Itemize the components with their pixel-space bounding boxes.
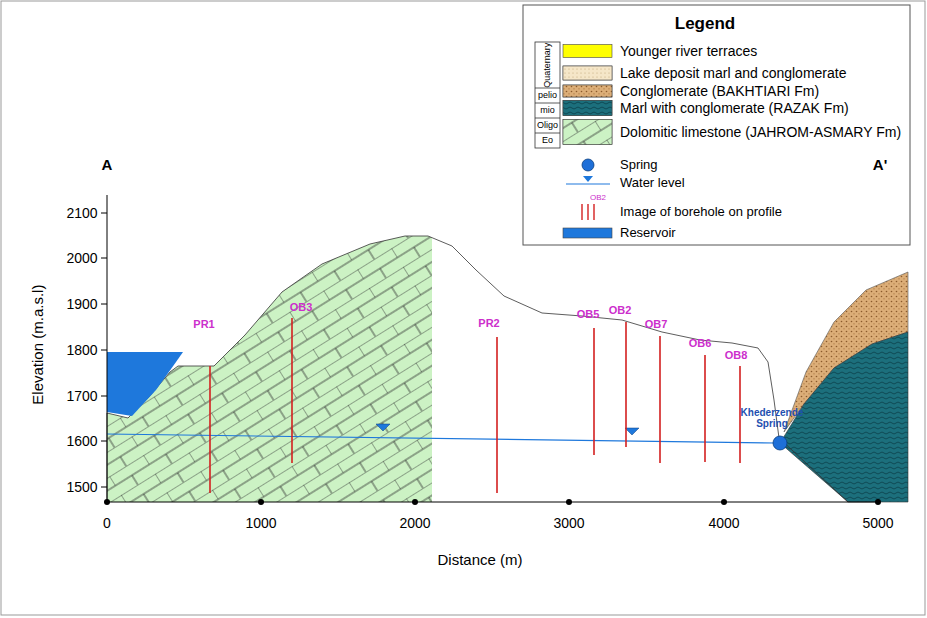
tick-label: 1900	[66, 296, 97, 312]
tick-label: 2000	[399, 515, 430, 531]
age-label: mio	[540, 105, 555, 115]
legend-text: Conglomerate (BAKHTIARI Fm)	[620, 83, 819, 99]
section-end: A	[102, 156, 113, 173]
tick-label: 1800	[66, 342, 97, 358]
tick-label: 1000	[245, 515, 276, 531]
borehole-label: PR2	[478, 317, 499, 330]
spring-label: Khederzende Spring	[737, 407, 807, 430]
legend-text: Reservoir	[620, 226, 676, 241]
age-label: Quaternary	[542, 42, 552, 87]
borehole-label: OB7	[645, 318, 668, 331]
tick-label: 2100	[66, 205, 97, 221]
legend-text: Lake deposit marl and conglomerate	[620, 65, 846, 81]
axis-title: Elevation (m.a.s.l)	[29, 285, 46, 405]
legend-text: Marl with conglomerate (RAZAK Fm)	[620, 100, 849, 116]
tick-label: 5000	[862, 515, 893, 531]
legend-text: Spring	[620, 158, 658, 173]
age-label: Eo	[542, 135, 553, 145]
legend-pattern	[563, 101, 612, 116]
legend-text: Image of borehole on profile	[620, 205, 782, 220]
legend-text: Younger river terraces	[620, 43, 757, 59]
legend-pattern	[563, 85, 612, 97]
borehole-label: OB6	[689, 337, 712, 350]
legend-swatch	[563, 85, 612, 97]
borehole-label: PR1	[193, 318, 214, 331]
borehole-label: OB2	[609, 304, 632, 317]
legend-text: Dolomitic limestone (JAHROM-ASMARY Fm)	[620, 124, 901, 140]
tick-label: 3000	[553, 515, 584, 531]
tick-label: 4000	[708, 515, 739, 531]
axis-title: Distance (m)	[437, 551, 522, 568]
legend-swatch	[563, 101, 612, 116]
legend-swatch	[563, 66, 612, 80]
borehole-label: OB5	[577, 308, 600, 321]
legend-swatch	[563, 45, 612, 58]
section-end: A'	[873, 156, 887, 173]
tick-label: 2000	[66, 250, 97, 266]
age-label: Oligo	[537, 120, 558, 130]
borehole-label: OB3	[290, 301, 313, 314]
legend-swatch	[563, 228, 612, 238]
tick-label: 1700	[66, 388, 97, 404]
legend-pattern	[563, 66, 612, 80]
borehole-label: OB8	[725, 349, 748, 362]
legend-text: Water level	[620, 176, 685, 191]
legend-pattern	[563, 120, 612, 145]
legend-title: Legend	[675, 14, 735, 34]
tick-label: 1600	[66, 433, 97, 449]
legend-swatch	[563, 120, 612, 145]
tick-label: 1500	[66, 479, 97, 495]
borehole-label: OB2	[590, 193, 606, 202]
tick-label: 0	[103, 515, 111, 531]
age-label: pelio	[538, 90, 557, 100]
